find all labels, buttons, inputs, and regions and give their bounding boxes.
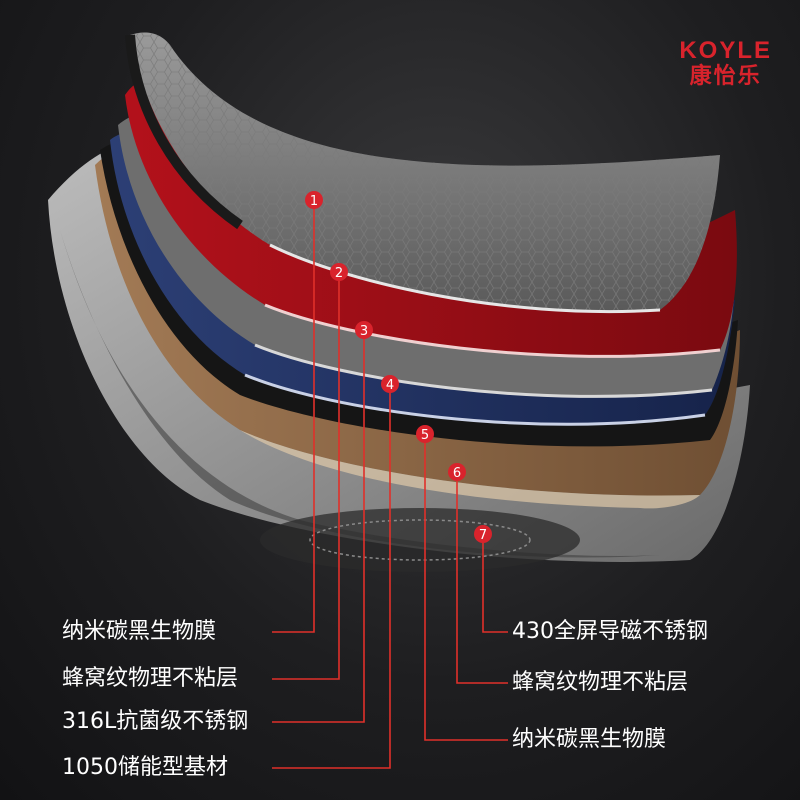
brand-logo: KOYLE 康怡乐 [679, 38, 772, 90]
layer-1-edge [269, 243, 661, 314]
marker-1-text: 1 [310, 194, 318, 209]
layer-1-honeycomb-texture [130, 32, 720, 312]
marker-6-text: 6 [453, 466, 461, 481]
layer-markers: 1 2 3 4 5 6 7 [305, 191, 492, 543]
label-left-4: 1050储能型基材 [62, 755, 228, 780]
marker-7-text: 7 [479, 528, 487, 543]
marker-1: 1 [305, 191, 323, 209]
leader-line-3 [272, 330, 365, 723]
marker-2-text: 2 [335, 266, 343, 281]
label-right-3: 纳米碳黑生物膜 [512, 727, 667, 752]
leader-line-5 [424, 434, 508, 741]
layer-7-texture [60, 230, 660, 558]
leader-line-2 [272, 272, 340, 680]
marker-4-text: 4 [386, 378, 394, 393]
label-left-1: 纳米碳黑生物膜 [62, 619, 217, 644]
marker-6: 6 [448, 463, 466, 481]
marker-5-text: 5 [421, 428, 429, 443]
base-induction-disc [260, 508, 580, 572]
label-right-2: 蜂窝纹物理不粘层 [512, 670, 689, 695]
marker-5: 5 [416, 425, 434, 443]
marker-7: 7 [474, 525, 492, 543]
layer-3-edge [254, 343, 713, 398]
layer-2-edge [264, 303, 721, 358]
brand-name-en: KOYLE [679, 37, 772, 64]
marker-3-text: 3 [360, 324, 368, 339]
layer-4-edge [244, 373, 706, 426]
layer-1-dark-rim [125, 34, 243, 230]
leader-line-4 [272, 384, 391, 769]
marker-4: 4 [381, 375, 399, 393]
leader-lines [272, 200, 508, 769]
leader-line-6 [456, 472, 508, 684]
layer-6-highlight [240, 430, 700, 509]
leader-line-1 [272, 200, 315, 633]
leader-line-7 [482, 534, 508, 633]
label-right-1: 430全屏导磁不锈钢 [512, 619, 708, 644]
marker-3: 3 [355, 321, 373, 339]
brand-name-cn: 康怡乐 [689, 64, 762, 89]
base-induction-disc-inner [309, 519, 531, 561]
marker-2: 2 [330, 263, 348, 281]
label-left-2: 蜂窝纹物理不粘层 [62, 666, 239, 691]
label-left-3: 316L抗菌级不锈钢 [62, 709, 249, 734]
